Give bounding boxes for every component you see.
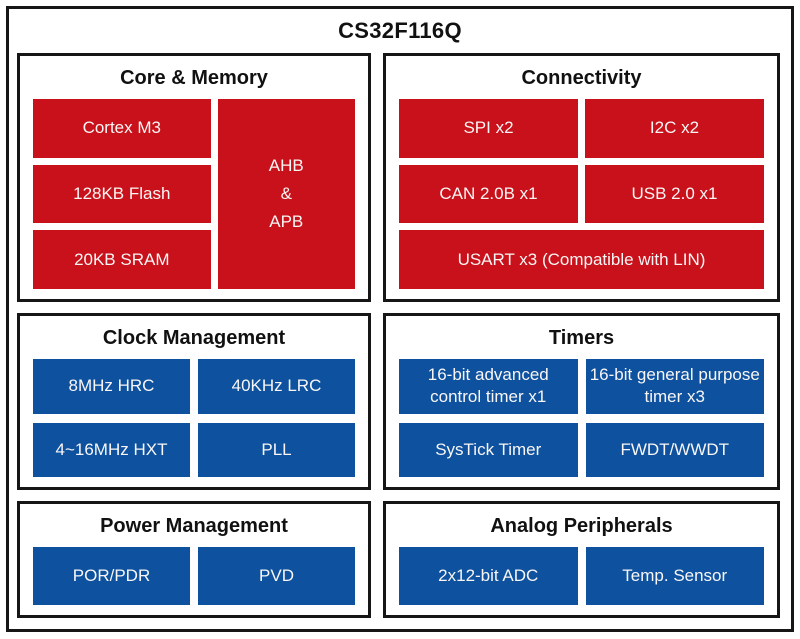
- analog-peripherals-blocks: 2x12-bit ADC Temp. Sensor: [399, 547, 764, 605]
- section-title-connectivity: Connectivity: [521, 67, 642, 89]
- block-ahb-apb: AHB & APB: [217, 99, 355, 289]
- section-title-power-management: Power Management: [100, 515, 288, 537]
- block-por-pdr: POR/PDR: [33, 547, 190, 605]
- block-pll: PLL: [198, 422, 355, 477]
- section-title-timers: Timers: [548, 327, 615, 349]
- core-memory-blocks: Cortex M3 128KB Flash 20KB SRAM AHB & AP…: [33, 99, 355, 289]
- connectivity-blocks: SPI x2 I2C x2 CAN 2.0B x1 USB 2.0 x1 USA…: [399, 99, 764, 289]
- block-hrc: 8MHz HRC: [33, 359, 190, 414]
- block-general-purpose-timer: 16-bit general purpose timer x3: [585, 359, 764, 414]
- section-power-management: Power Management POR/PDR PVD: [17, 501, 371, 618]
- block-systick-timer: SysTick Timer: [399, 422, 578, 477]
- block-adc: 2x12-bit ADC: [399, 547, 578, 605]
- block-pvd: PVD: [198, 547, 355, 605]
- block-temp-sensor: Temp. Sensor: [585, 547, 764, 605]
- section-analog-peripherals: Analog Peripherals 2x12-bit ADC Temp. Se…: [383, 501, 780, 618]
- block-sram: 20KB SRAM: [33, 230, 211, 289]
- timers-blocks: 16-bit advanced control timer x1 16-bit …: [399, 359, 764, 477]
- block-usart: USART x3 (Compatible with LIN): [399, 230, 764, 289]
- power-management-blocks: POR/PDR PVD: [33, 547, 355, 605]
- section-title-analog-peripherals: Analog Peripherals: [490, 515, 673, 537]
- chip-block-diagram: CS32F116Q Core & Memory Cortex M3 128KB …: [6, 6, 794, 632]
- block-flash: 128KB Flash: [33, 164, 211, 224]
- block-lrc: 40KHz LRC: [198, 359, 355, 414]
- section-title-clock-management: Clock Management: [102, 327, 286, 349]
- diagram-grid: Core & Memory Cortex M3 128KB Flash 20KB…: [9, 53, 791, 629]
- block-advanced-control-timer: 16-bit advanced control timer x1: [399, 359, 578, 414]
- clock-management-blocks: 8MHz HRC 40KHz LRC 4~16MHz HXT PLL: [33, 359, 355, 477]
- block-spi: SPI x2: [399, 99, 578, 158]
- block-watchdog: FWDT/WWDT: [585, 422, 764, 477]
- block-cortex-m3: Cortex M3: [33, 99, 211, 158]
- chip-title: CS32F116Q: [338, 18, 462, 43]
- block-i2c: I2C x2: [585, 99, 764, 158]
- block-usb: USB 2.0 x1: [585, 164, 764, 224]
- core-memory-stack: Cortex M3 128KB Flash 20KB SRAM: [33, 99, 211, 289]
- section-clock-management: Clock Management 8MHz HRC 40KHz LRC 4~16…: [17, 313, 371, 490]
- section-connectivity: Connectivity SPI x2 I2C x2 CAN 2.0B x1 U…: [383, 53, 780, 302]
- section-title-core-memory: Core & Memory: [120, 67, 268, 89]
- section-timers: Timers 16-bit advanced control timer x1 …: [383, 313, 780, 490]
- section-core-memory: Core & Memory Cortex M3 128KB Flash 20KB…: [17, 53, 371, 302]
- block-can: CAN 2.0B x1: [399, 164, 578, 224]
- block-hxt: 4~16MHz HXT: [33, 422, 190, 477]
